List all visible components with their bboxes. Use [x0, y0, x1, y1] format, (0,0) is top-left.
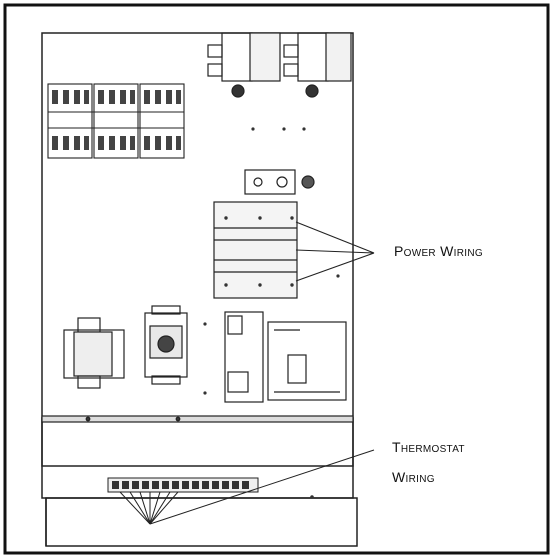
thermostat-wiring-label-line2: Wiring: [392, 469, 435, 485]
switch-block: [244, 169, 315, 195]
left-contactors: [47, 83, 185, 159]
thermostat-wiring-label-line1: Thermostat: [392, 439, 465, 455]
thermostat-terminal-strip: [107, 477, 259, 493]
bottom-rail: [41, 415, 354, 423]
panel-screw: [310, 495, 314, 499]
thermostat-wiring-leaders: [119, 449, 375, 525]
transformer: [63, 317, 125, 389]
relay-module: [144, 305, 188, 385]
mounting-dots: [203, 127, 340, 395]
power-wiring-leaders: [295, 221, 375, 282]
power-wiring-label: Power Wiring: [394, 243, 483, 259]
control-panel: [41, 32, 358, 547]
top-relays: [207, 32, 352, 98]
outer-frame: [3, 3, 550, 555]
power-terminal-block: [213, 201, 298, 299]
control-boards: [224, 311, 347, 403]
